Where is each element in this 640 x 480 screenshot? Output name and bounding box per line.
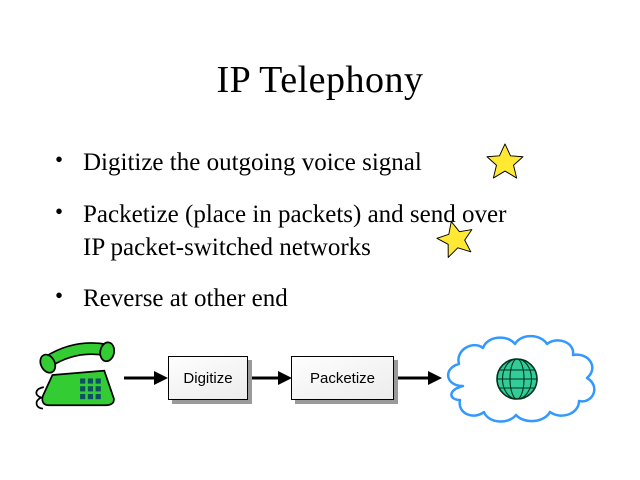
bullet-item: Digitize the outgoing voice signal <box>55 146 585 179</box>
bullet-text: Digitize the outgoing voice signal <box>83 149 422 176</box>
bullet-item: Packetize (place in packets) and send ov… <box>55 198 585 264</box>
bullet-text: Packetize (place in packets) and send ov… <box>83 201 507 228</box>
telephone-icon <box>30 334 125 421</box>
digitize-node: Digitize <box>168 356 248 400</box>
phone-keypad <box>80 378 101 400</box>
bullet-marker <box>55 282 83 315</box>
star-icon <box>486 143 524 184</box>
star-icon <box>433 216 480 265</box>
bullet-text: IP packet-switched networks <box>83 234 371 261</box>
arrow-right-icon <box>398 370 442 391</box>
globe-icon <box>496 358 538 400</box>
bullet-text: Reverse at other end <box>83 285 288 312</box>
internet-cloud-icon <box>433 328 605 435</box>
packetize-label: Packetize <box>309 369 376 387</box>
digitize-label: Digitize <box>183 369 233 387</box>
bullet-marker <box>55 198 83 264</box>
bullet-marker <box>55 146 83 179</box>
slide-title: IP Telephony <box>216 59 424 101</box>
arrow-right-icon <box>124 370 168 391</box>
packetize-node: Packetize <box>291 356 394 400</box>
bullet-item: Reverse at other end <box>55 282 585 315</box>
arrow-right-icon <box>252 370 292 391</box>
